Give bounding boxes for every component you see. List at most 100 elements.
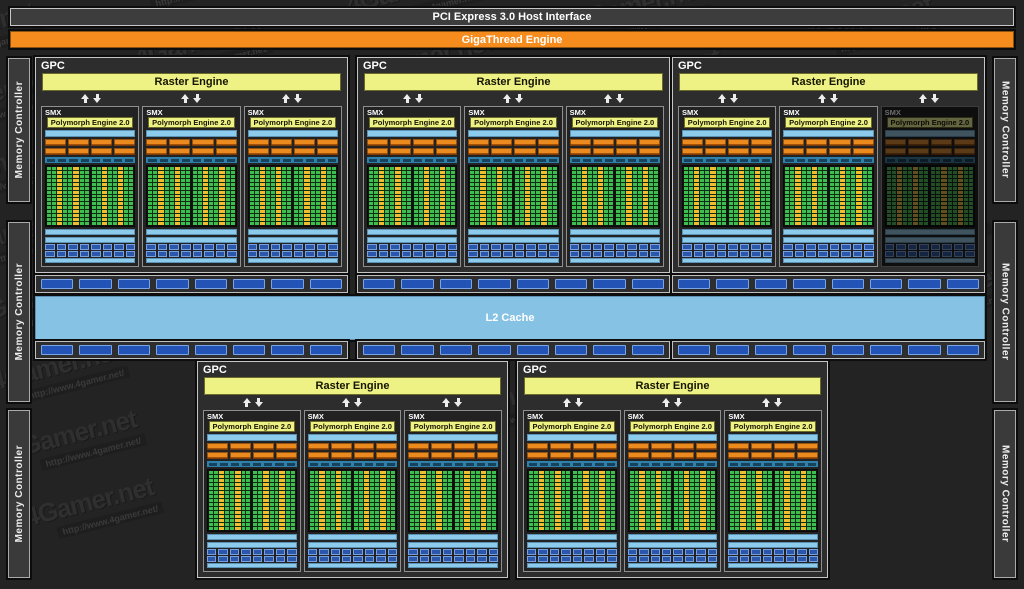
cuda-core-cell [566, 511, 570, 514]
dp-unit-cell [756, 487, 761, 490]
dp-unit-cell [158, 202, 164, 205]
cuda-core-cell [536, 191, 540, 194]
cuda-core-cell [515, 195, 519, 198]
cuda-core-cell [342, 487, 346, 490]
cuda-core-cell [451, 191, 455, 194]
cuda-core-cell [214, 171, 218, 174]
dp-unit-cell [424, 195, 430, 198]
warp-scheduler-block [573, 452, 594, 459]
dp-unit-cell [436, 511, 441, 514]
dp-unit-cell [801, 491, 806, 494]
gpc-block: GPCRaster EngineSMXPolymorph Engine 2.0S… [517, 361, 828, 578]
dp-unit-cell [539, 475, 544, 478]
cuda-core-cell [562, 491, 566, 494]
cuda-core-cell [802, 167, 806, 170]
warp-scheduler-row [308, 443, 398, 450]
dp-unit-cell [321, 218, 327, 221]
dp-unit-cell [395, 214, 401, 217]
dp-unit-cell [420, 527, 425, 530]
cuda-core-cell [299, 175, 303, 178]
texture-unit-row [367, 244, 457, 250]
raster-engine-label: Raster Engine [316, 380, 390, 392]
dp-unit-cell [656, 515, 661, 518]
dp-unit-cell [219, 523, 224, 526]
cuda-core-cell [97, 183, 101, 186]
cuda-core-cell [651, 483, 655, 486]
cuda-core-cell [566, 495, 570, 498]
dp-unit-cell [260, 175, 266, 178]
cuda-core-cell [391, 471, 395, 474]
cuda-core-cell [763, 495, 767, 498]
texture-unit-block [526, 244, 536, 250]
cuda-core-cell [892, 171, 896, 174]
cuda-core-cell [964, 195, 968, 198]
cuda-core-cell [347, 503, 351, 506]
dp-unit-cell [539, 483, 544, 486]
cuda-core-cell [299, 191, 303, 194]
cuda-core-cell [113, 175, 117, 178]
register-dash [762, 159, 770, 162]
cuda-core-cell [370, 523, 374, 526]
cuda-core-cell [508, 195, 512, 198]
dp-unit-cell [801, 527, 806, 530]
cuda-core-cell [785, 191, 789, 194]
dp-unit-cell [582, 206, 588, 209]
dp-unit-cell [913, 167, 919, 170]
cuda-core-cell [722, 198, 726, 201]
dp-unit-cell [497, 167, 503, 170]
cuda-core-cell [471, 523, 475, 526]
dp-unit-cell [440, 218, 446, 221]
dp-unit-cell [481, 479, 486, 482]
dp-unit-cell [436, 503, 441, 506]
cuda-core-cell [492, 471, 496, 474]
dp-unit-cell [279, 479, 284, 482]
dp-unit-cell [626, 214, 632, 217]
cuda-core-cell [153, 210, 157, 213]
cuda-core-cell [242, 471, 246, 474]
dp-unit-cell [643, 222, 649, 225]
cuda-core-cell [768, 495, 772, 498]
texture-unit-block [538, 244, 548, 250]
cuda-core-cell [711, 503, 715, 506]
warp-scheduler-block [491, 148, 512, 155]
dp-unit-cell [436, 491, 441, 494]
dp-unit-cell [795, 191, 801, 194]
l2-interface-block [310, 279, 342, 289]
cuda-core-cell [595, 515, 599, 518]
cuda-core-cell [354, 495, 358, 498]
cuda-core-cell [775, 507, 779, 510]
cuda-core-cell [402, 195, 406, 198]
cuda-core-cell [47, 210, 51, 213]
texture-unit-block [639, 251, 649, 257]
cuda-core-cell [679, 487, 683, 490]
shared-memory-bar [408, 534, 498, 540]
cuda-core-cell [271, 195, 275, 198]
dp-unit-cell [694, 175, 700, 178]
dp-unit-cell [102, 202, 108, 205]
core-grid-half [310, 471, 351, 530]
texture-unit-block [376, 549, 385, 555]
cuda-core-cell [427, 491, 431, 494]
cuda-core-cell [390, 195, 394, 198]
up-down-arrow-icon [403, 94, 423, 103]
cuda-core-cell [326, 483, 330, 486]
cuda-core-cell [97, 222, 101, 225]
cuda-core-cell [108, 202, 112, 205]
cuda-core-cell [750, 198, 754, 201]
cuda-core-cell [545, 487, 549, 490]
dp-unit-cell [102, 179, 108, 182]
cuda-core-cell [812, 527, 816, 530]
register-dash [69, 159, 77, 162]
register-dash [954, 159, 962, 162]
cuda-core-cell [198, 171, 202, 174]
cuda-core-cell [633, 214, 637, 217]
cuda-core-cell [374, 195, 378, 198]
dp-unit-cell [395, 202, 401, 205]
cuda-core-cell [531, 183, 535, 186]
cuda-core-cell [475, 171, 479, 174]
texture-unit-block [425, 244, 435, 250]
texture-unit-block [728, 251, 738, 257]
cuda-core-cell [209, 499, 213, 502]
cuda-core-cell [258, 511, 262, 514]
cuda-core-cell [635, 507, 639, 510]
